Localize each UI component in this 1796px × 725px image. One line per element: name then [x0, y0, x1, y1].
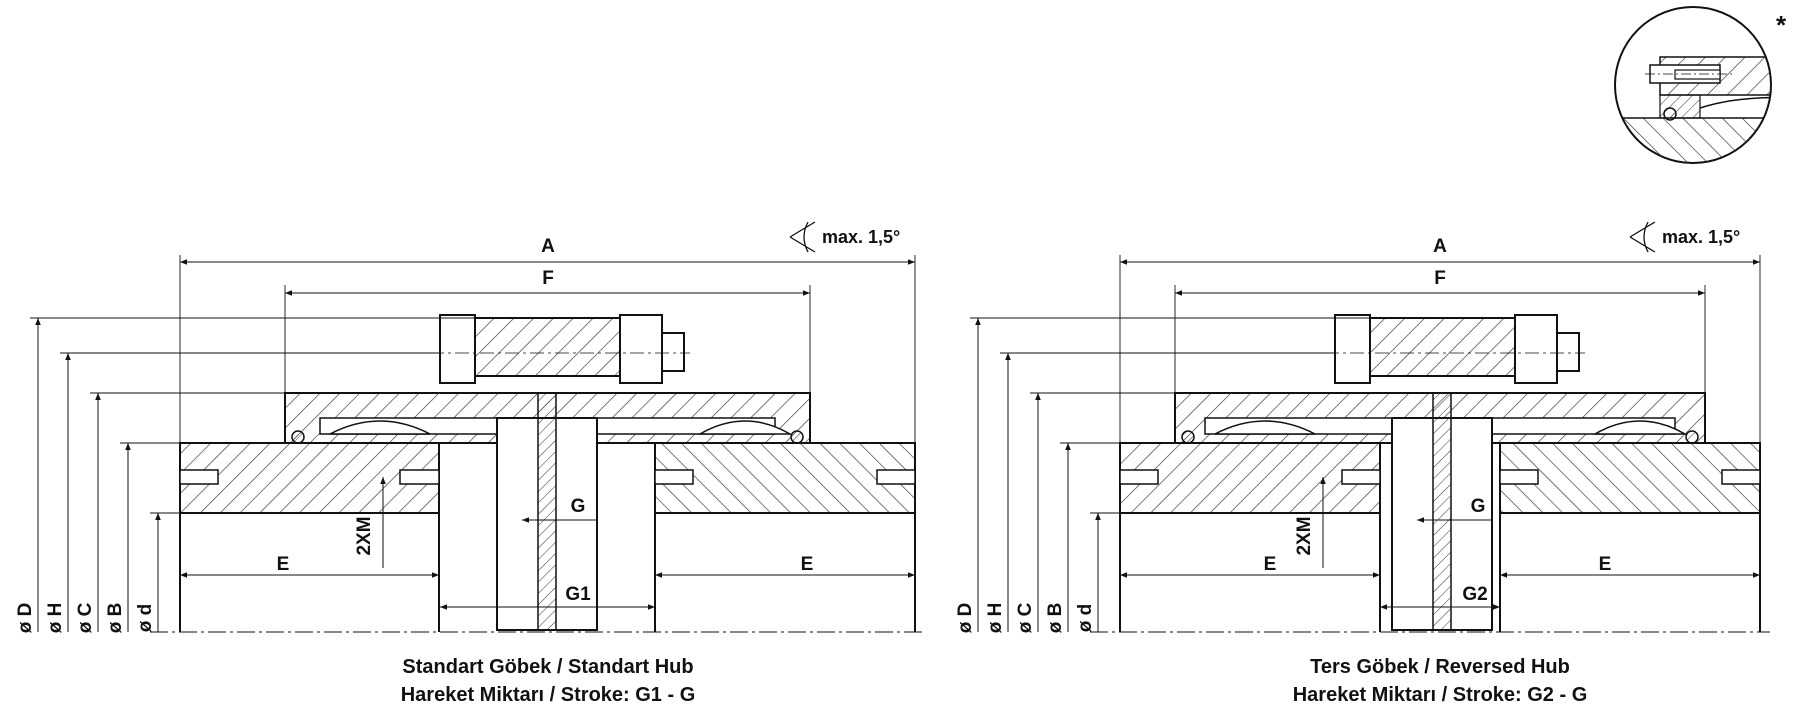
right-dim-2xm: 2XM [1294, 516, 1315, 555]
left-dim-g: G [571, 496, 586, 517]
detail-view: * [1614, 6, 1787, 164]
left-labels: max. 1,5° A F G G1 E E 2XM ø D ø H ø C ø… [15, 227, 900, 706]
right-dim-g2: G2 [1462, 584, 1487, 605]
right-dia-B: ø B [1045, 603, 1066, 634]
right-dim-a: A [1433, 236, 1447, 257]
left-dim-e1: E [277, 554, 290, 575]
left-hub-2 [654, 442, 916, 514]
right-dia-H: ø H [985, 603, 1006, 634]
right-dim-e2: E [1599, 554, 1612, 575]
right-angle-label: max. 1,5° [1662, 227, 1740, 247]
left-bolt-head [439, 314, 476, 384]
left-caption-line1: Standart Göbek / Standart Hub [402, 656, 693, 678]
right-hub-2 [1499, 442, 1761, 514]
left-dia-D: ø D [15, 603, 36, 634]
left-view [30, 221, 925, 633]
detail-marker: * [1776, 10, 1787, 40]
right-dim-e1: E [1264, 554, 1277, 575]
left-dim-a: A [541, 236, 555, 257]
right-bolt-head [1334, 314, 1371, 384]
right-dia-D: ø D [955, 603, 976, 634]
right-view [970, 221, 1770, 633]
right-nut [1514, 314, 1558, 384]
right-labels: max. 1,5° A F G G2 E E 2XM ø D ø H ø C ø… [955, 227, 1740, 706]
right-bolt-shank [1369, 317, 1516, 377]
left-dia-B: ø B [105, 603, 126, 634]
left-dim-f: F [542, 268, 554, 289]
right-caption-line1: Ters Göbek / Reversed Hub [1310, 656, 1570, 678]
right-dim-g: G [1471, 496, 1486, 517]
left-bolt-shank [474, 317, 621, 377]
right-caption-line2: Hareket Miktarı / Stroke: G2 - G [1293, 684, 1588, 706]
left-dim-g1: G1 [565, 584, 591, 605]
right-dia-d: ø d [1075, 604, 1096, 633]
left-dim-2xm: 2XM [354, 516, 375, 555]
left-nut [619, 314, 663, 384]
left-dia-H: ø H [45, 603, 66, 634]
left-dia-C: ø C [75, 602, 96, 633]
right-dim-f: F [1434, 268, 1446, 289]
left-angle-label: max. 1,5° [822, 227, 900, 247]
left-dia-d: ø d [135, 604, 156, 633]
right-hub-1 [1119, 442, 1381, 514]
left-caption-line2: Hareket Miktarı / Stroke: G1 - G [401, 684, 696, 706]
left-dim-e2: E [801, 554, 814, 575]
right-dia-C: ø C [1015, 602, 1036, 633]
